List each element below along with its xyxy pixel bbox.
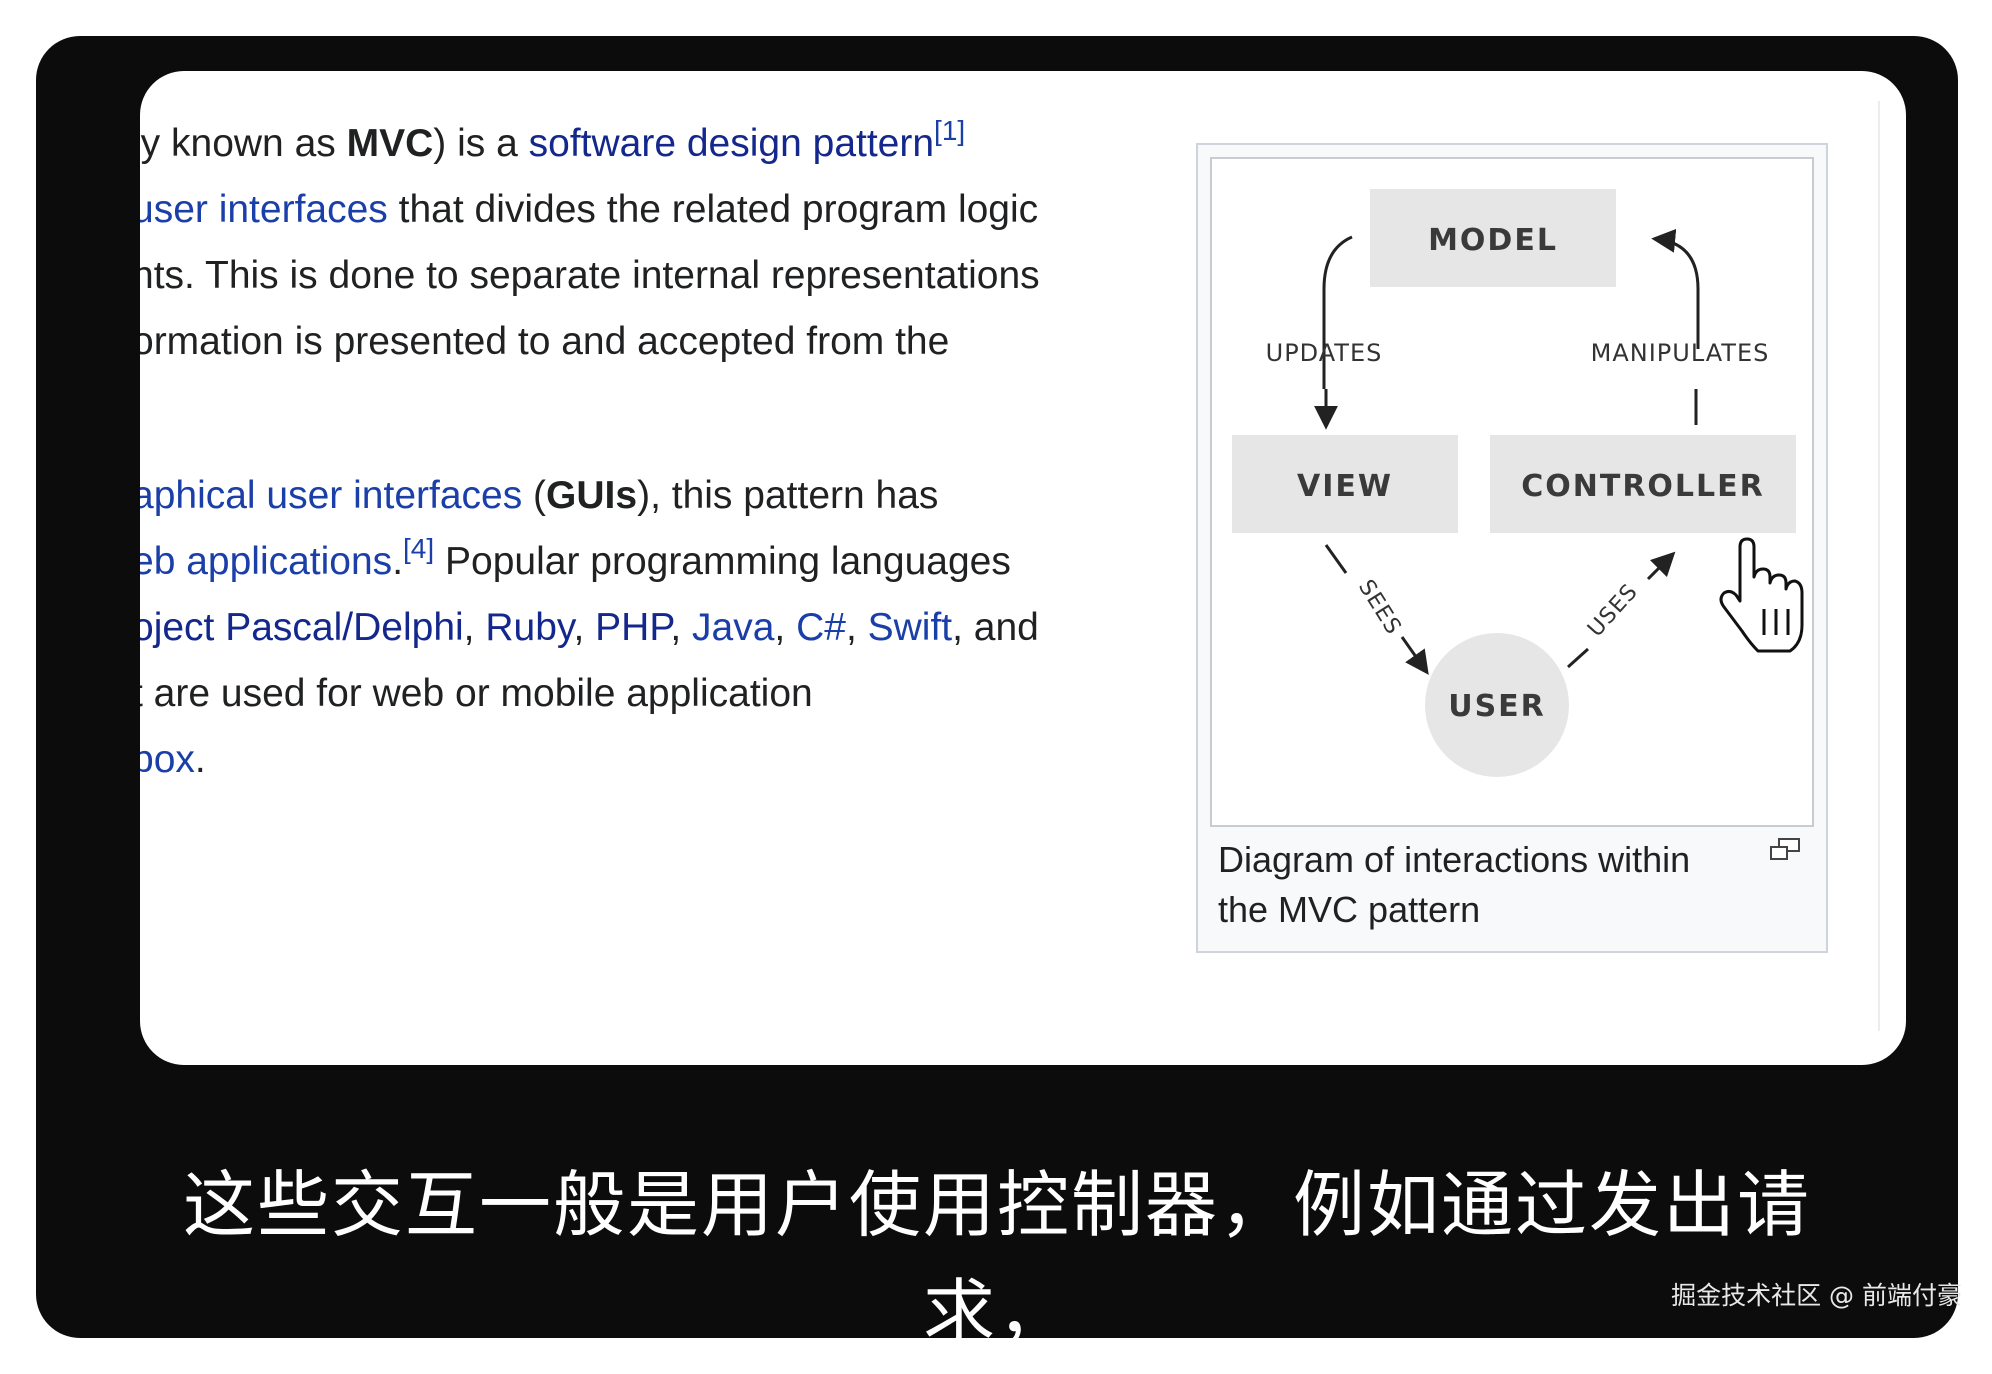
user-circle: [1425, 633, 1569, 777]
link-toolbox[interactable]: box: [140, 738, 195, 781]
text: ) is a: [433, 122, 529, 165]
citation-4[interactable]: [4]: [403, 533, 435, 564]
link-graphical-user-interfaces[interactable]: aphical user interfaces: [140, 474, 523, 517]
video-subtitle: 这些交互一般是用户使用控制器，例如通过发出请 求，: [36, 1151, 1958, 1338]
enlarge-icon[interactable]: [1768, 837, 1802, 863]
view-box: [1232, 435, 1458, 533]
text: , and: [952, 606, 1039, 649]
link-web-applications[interactable]: eb applications: [140, 540, 393, 583]
separator: ,: [670, 606, 693, 649]
text-line: ly known as MVC) is a software design pa…: [140, 111, 1282, 177]
manipulates-label: MANIPULATES: [1591, 339, 1770, 367]
link-php[interactable]: PHP: [595, 606, 671, 649]
uses-arrow: [1646, 551, 1676, 581]
text: ly known as: [140, 122, 347, 165]
citation-1[interactable]: [1]: [934, 115, 966, 146]
text-line: ormation is presented to and accepted fr…: [140, 309, 1282, 375]
sees-arrow-top: [1324, 544, 1348, 574]
sees-label: SEES: [1353, 576, 1406, 640]
text: .: [194, 738, 206, 781]
controller-box: [1490, 435, 1796, 533]
sees-arrow: [1400, 636, 1429, 675]
link-swift[interactable]: Swift: [867, 606, 953, 649]
text-line: box.: [140, 727, 1282, 793]
text: t are used for web or mobile application: [140, 672, 813, 715]
text: ), this pattern has: [637, 474, 939, 517]
model-box: [1370, 189, 1616, 287]
separator: ,: [845, 606, 868, 649]
bold-term-guis: GUIs: [546, 474, 638, 517]
link-ruby[interactable]: Ruby: [485, 606, 574, 649]
separator: ,: [573, 606, 596, 649]
separator: ,: [774, 606, 797, 649]
watermark: 掘金技术社区 @ 前端付豪: [1671, 1281, 1962, 1310]
article-text: ly known as MVC) is a software design pa…: [140, 111, 1282, 793]
mvc-diagram: MODEL VIEW CONTROLLER USER UPDATES MANIP…: [1232, 189, 1804, 777]
figure-box: MODEL VIEW CONTROLLER USER UPDATES MANIP…: [1196, 143, 1828, 953]
page-scrollbar[interactable]: [1878, 101, 1880, 1031]
updates-arrow-top: [1322, 235, 1353, 389]
text: (: [522, 474, 547, 517]
link-java[interactable]: Java: [692, 606, 775, 649]
bold-term-mvc: MVC: [346, 122, 434, 165]
mvc-diagram-image[interactable]: MODEL VIEW CONTROLLER USER UPDATES MANIP…: [1210, 157, 1814, 827]
text: nts. This is done to separate internal r…: [140, 254, 1040, 297]
uses-arrow-bottom: [1566, 647, 1590, 669]
view-label: VIEW: [1297, 469, 1393, 504]
figure-caption: Diagram of interactions within the MVC p…: [1218, 835, 1738, 935]
subtitle-line: 求，: [922, 1271, 1071, 1338]
link-object-pascal-delphi[interactable]: oject Pascal/Delphi: [140, 606, 464, 649]
text: ormation is presented to and accepted fr…: [140, 320, 950, 363]
text-line: t are used for web or mobile application: [140, 661, 1282, 727]
updates-label: UPDATES: [1266, 339, 1383, 367]
text-line: nts. This is done to separate internal r…: [140, 243, 1282, 309]
separator: ,: [463, 606, 486, 649]
caption-line: Diagram of interactions within: [1218, 839, 1691, 880]
text-line: user interfaces that divides the related…: [140, 177, 1282, 243]
text: that divides the related program logic: [387, 188, 1039, 231]
paragraph-2: aphical user interfaces (GUIs), this pat…: [140, 463, 1282, 793]
text-line: eb applications.[4] Popular programming …: [140, 529, 1282, 595]
controller-label: CONTROLLER: [1521, 469, 1765, 504]
caption-line: the MVC pattern: [1218, 889, 1481, 930]
manipulates-arrow: [1651, 228, 1700, 349]
link-user-interfaces[interactable]: user interfaces: [140, 188, 388, 231]
user-label: USER: [1448, 689, 1546, 724]
link-software-design-pattern[interactable]: software design pattern: [528, 122, 935, 165]
text-line: oject Pascal/Delphi, Ruby, PHP, Java, C#…: [140, 595, 1282, 661]
link-csharp[interactable]: C#: [796, 606, 846, 649]
video-player[interactable]: ly known as MVC) is a software design pa…: [36, 36, 1958, 1338]
hand-cursor-icon: [1719, 537, 1804, 653]
paragraph-1: ly known as MVC) is a software design pa…: [140, 111, 1282, 375]
text: .: [392, 540, 404, 583]
model-label: MODEL: [1428, 223, 1558, 258]
text-line: aphical user interfaces (GUIs), this pat…: [140, 463, 1282, 529]
subtitle-line: 这些交互一般是用户使用控制器，例如通过发出请: [182, 1163, 1811, 1247]
uses-label: USES: [1583, 579, 1643, 642]
video-frame-wikipedia-page: ly known as MVC) is a software design pa…: [140, 71, 1906, 1065]
text: Popular programming languages: [434, 540, 1011, 583]
